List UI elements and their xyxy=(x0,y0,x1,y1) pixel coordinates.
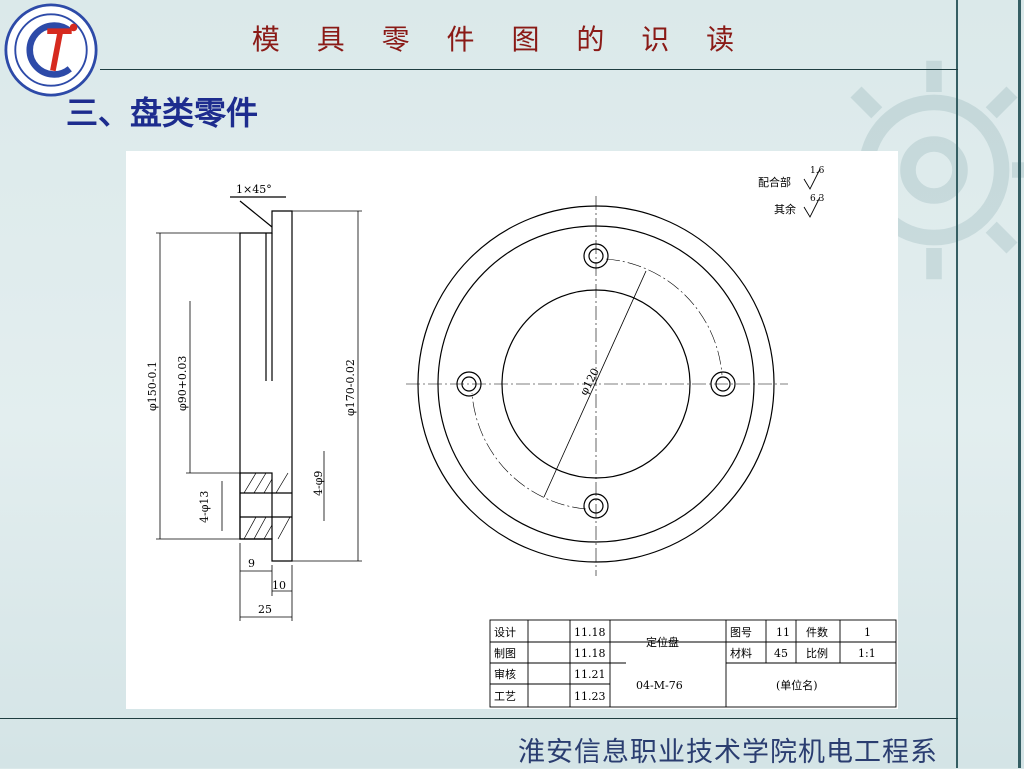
tb-scale: 1:1 xyxy=(858,647,876,660)
tb-design: 设计 xyxy=(494,626,516,639)
tb-unit-name: (单位名) xyxy=(776,678,818,692)
tb-scale-label: 比例 xyxy=(806,646,828,660)
tb-review-date: 11.21 xyxy=(574,668,606,681)
title-block xyxy=(489,619,897,708)
title-block-text: 设计 11.18 定位盘 图号 11 件数 1 制图 11.18 材料 45 比… xyxy=(494,626,876,703)
dim-4d9-label: 4-φ9 xyxy=(312,471,325,496)
tb-code: 04-M-76 xyxy=(636,679,683,692)
tb-part-name: 定位盘 xyxy=(646,635,679,649)
tb-material-label: 材料 xyxy=(730,646,752,660)
tb-drawing-no-label: 图号 xyxy=(730,626,752,639)
dim-10-label: 10 xyxy=(272,579,286,592)
right-border-line xyxy=(956,0,958,768)
pcd-dimension-line xyxy=(543,270,647,498)
tb-qty-label: 件数 xyxy=(806,626,828,639)
tb-material: 45 xyxy=(774,647,788,660)
tb-draft-date: 11.18 xyxy=(574,647,606,660)
tb-qty: 1 xyxy=(864,626,871,639)
dim-9-label: 9 xyxy=(248,557,255,570)
college-logo-icon xyxy=(4,3,98,97)
dim-d90-label: φ90+0.03 xyxy=(176,356,189,411)
roughness-other-value: 6.3 xyxy=(810,194,825,204)
drawing-panel: 1×45° φ150-0.1 φ90+0.03 φ170-0.02 4-φ9 4… xyxy=(126,151,898,709)
dim-25-label: 25 xyxy=(258,603,272,616)
tb-design-date: 11.18 xyxy=(574,626,606,639)
section-hatch xyxy=(243,472,291,540)
title-rule xyxy=(100,69,958,70)
side-view xyxy=(230,196,293,562)
roughness-fit-label: 配合部 xyxy=(758,175,791,189)
page-title: 模 具 零 件 图 的 识 读 xyxy=(251,23,749,56)
roughness-fit-value: 1.6 xyxy=(810,166,825,176)
dim-d170-label: φ170-0.02 xyxy=(344,359,357,416)
department-footer: 淮安信息职业技术学院机电工程系 xyxy=(518,737,938,768)
center-lines xyxy=(406,196,788,576)
tb-review: 审核 xyxy=(494,667,516,681)
roughness-symbol-icon xyxy=(803,168,821,218)
tb-draft: 制图 xyxy=(494,647,516,660)
right-edge-line xyxy=(1018,0,1021,768)
tb-process: 工艺 xyxy=(494,690,516,703)
engineering-drawing: 1×45° φ150-0.1 φ90+0.03 φ170-0.02 4-φ9 4… xyxy=(146,166,897,708)
section-heading: 三、盘类零件 xyxy=(66,94,259,132)
dimension-lines xyxy=(156,210,362,621)
tb-drawing-no: 11 xyxy=(776,626,790,639)
tb-process-date: 11.23 xyxy=(574,690,606,703)
chamfer-label: 1×45° xyxy=(236,183,272,196)
roughness-other-label: 其余 xyxy=(774,202,796,216)
footer-rule xyxy=(0,718,958,719)
dim-d120-label: φ120 xyxy=(577,366,602,397)
dim-4d13-label: 4-φ13 xyxy=(198,491,211,523)
dim-d150-label: φ150-0.1 xyxy=(146,361,159,411)
